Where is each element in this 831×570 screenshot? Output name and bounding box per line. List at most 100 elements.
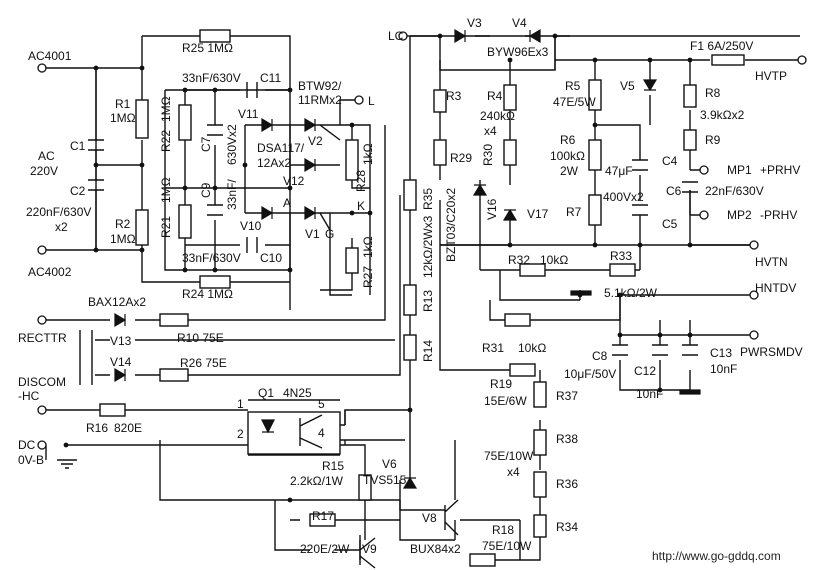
label-mp1: MP1 (727, 163, 752, 177)
label-c1: C1 (70, 139, 86, 153)
label-r6w: 2W (560, 164, 579, 178)
label-r3: R3 (446, 89, 462, 103)
label-r8v: 3.9kΩx2 (700, 108, 745, 122)
label-c12: C12 (634, 364, 656, 378)
label-c2: C2 (70, 184, 86, 198)
label-v17: V17 (527, 207, 549, 221)
diodes (114, 28, 658, 489)
diode-v4 (528, 28, 541, 44)
label-c2v: 220nF/630V (26, 205, 91, 219)
resistor-r14 (403, 334, 417, 361)
label-hvtp: HVTP (755, 69, 787, 83)
label-c8v: 10μF/50V (564, 367, 616, 381)
resistor-r3 (433, 89, 447, 113)
label-c6: C6 (666, 184, 682, 198)
label-pin1: 1 (237, 397, 244, 411)
diode-v14 (114, 367, 127, 383)
label-bzt: BZT03/C20x2 (444, 188, 458, 262)
diode-v13 (114, 312, 127, 328)
transistor-v8 (444, 499, 459, 536)
resistor-r30 (503, 139, 517, 166)
label-c11v: 33nF/630V (182, 71, 241, 85)
label-mp2-desc: -PRHV (760, 208, 797, 222)
label-r15: R15 (322, 459, 344, 473)
label-a: A (283, 196, 291, 210)
label-bux: BUX84x2 (410, 542, 461, 556)
label-c10v: 33nF/630V (182, 251, 241, 265)
resistor-r7 (588, 194, 602, 226)
label-c13: C13 (710, 346, 732, 360)
resistor-r8 (683, 84, 697, 108)
resistor-r6 (588, 139, 602, 171)
resistor-r31 (504, 313, 531, 327)
label-c9: C9 (199, 182, 213, 198)
zener-v16 (472, 183, 488, 196)
label-r6v: 100kΩ (550, 149, 585, 163)
label-r37: R37 (556, 389, 578, 403)
label-c2n: x2 (55, 220, 68, 234)
capacitor-c12 (652, 344, 668, 356)
terminal-ac4001 (37, 63, 47, 73)
tvs-v6 (402, 476, 418, 489)
resistor-r4 (503, 84, 517, 111)
resistor-r25 (199, 29, 231, 43)
resistor-r9 (683, 129, 697, 151)
label-v10: V10 (240, 219, 262, 233)
label-c4: C4 (662, 154, 678, 168)
resistor-r34 (533, 514, 547, 538)
capacitor-c11 (246, 82, 258, 98)
watermark-url: http://www.go-gddq.com (652, 549, 781, 563)
resistor-r37 (533, 381, 547, 408)
capacitor-c10 (246, 237, 258, 253)
label-r1: R1 (115, 97, 131, 111)
label-r1v: 1MΩ (110, 111, 136, 125)
label-bax: BAX12Ax2 (88, 295, 146, 309)
resistors (99, 29, 745, 567)
label-ac-voltage: 220V (30, 164, 58, 178)
resistor-r19 (509, 363, 536, 377)
junctions (63, 33, 693, 503)
label-k: K (357, 199, 365, 213)
capacitor-c1 (88, 139, 104, 151)
terminal-ac4002 (37, 245, 47, 255)
label-c7: C7 (199, 136, 213, 152)
label-r36v1: 75E/10W (484, 449, 534, 463)
diode-v11 (261, 117, 274, 133)
resistor-r16 (99, 403, 126, 417)
label-r24: R24 1MΩ (182, 287, 233, 301)
resistor-r1 (135, 99, 149, 139)
resistor-r13 (403, 284, 417, 316)
label-dsa2: 12Ax2 (257, 156, 291, 170)
label-pin2: 2 (237, 427, 244, 441)
labels: AC4001 AC4002 AC 220V LC L HVTP MP1 +PRH… (18, 16, 803, 563)
resistor-r15 (358, 474, 372, 501)
label-pin5: 5 (318, 397, 325, 411)
optocoupler-body (247, 411, 341, 455)
terminal-discom (37, 405, 47, 415)
resistor-r5 (588, 79, 602, 111)
label-r32v: 10kΩ (540, 253, 568, 267)
label-r36: R36 (556, 477, 578, 491)
capacitor-c2 (88, 179, 104, 191)
label-c11: C11 (260, 71, 281, 85)
label-hvtn: HVTN (755, 255, 788, 269)
label-r17v: 220E/2W (300, 542, 350, 556)
label-r4: R4 (487, 89, 503, 103)
label-r25: R25 1MΩ (182, 41, 233, 55)
terminal-dc (37, 440, 47, 450)
resistor-r2 (135, 209, 149, 246)
label-q1: Q1 (258, 386, 274, 400)
label-r31v: 10kΩ (518, 341, 546, 355)
label-byw: BYW96Ex3 (487, 45, 549, 59)
label-r7: R7 (566, 205, 582, 219)
label-v2: V2 (308, 134, 323, 148)
label-r2v: 1MΩ (110, 232, 136, 246)
label-v12: V12 (283, 174, 305, 188)
capacitor-c8 (612, 344, 628, 356)
capacitor-c13 (682, 344, 698, 356)
label-r14: R14 (421, 340, 435, 362)
label-r36v2: x4 (507, 465, 520, 479)
label-v13: V13 (110, 334, 132, 348)
label-r27v: 1kΩ (361, 236, 375, 258)
